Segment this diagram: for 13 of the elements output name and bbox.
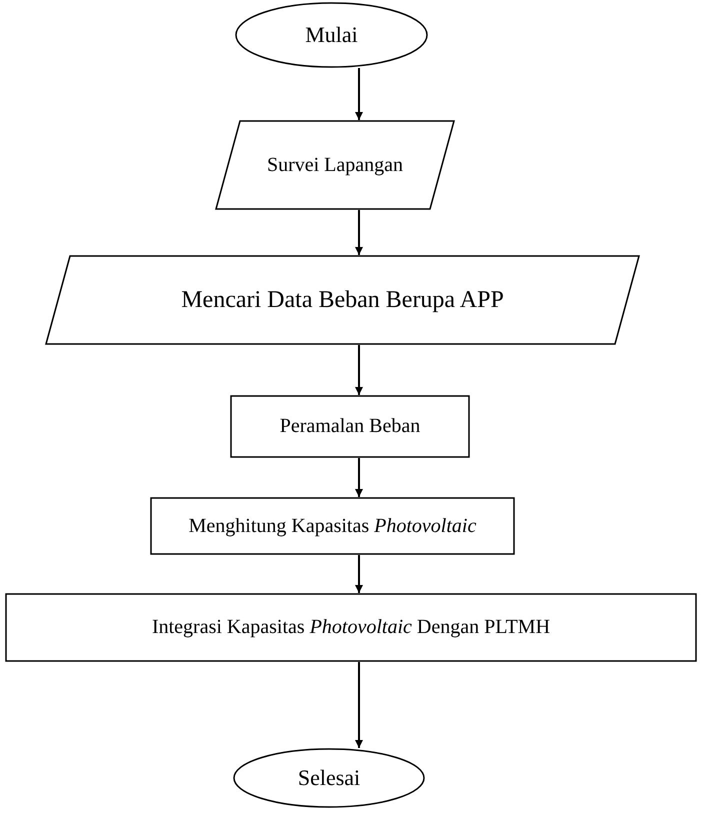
step-label: Peramalan Beban: [280, 414, 420, 439]
arrow: [355, 345, 363, 395]
arrow: [355, 458, 363, 497]
step-label: Integrasi Kapasitas Photovoltaic Dengan PLTMH: [152, 615, 550, 640]
arrow: [355, 68, 363, 120]
arrow: [355, 210, 363, 255]
step-label: Mencari Data Beban Berupa APP: [181, 286, 504, 315]
step-label: Selesai: [298, 764, 360, 792]
arrow: [355, 662, 363, 748]
step-label: Mulai: [305, 21, 358, 49]
step-label: Survei Lapangan: [266, 152, 404, 178]
arrow: [355, 555, 363, 593]
step-label: Menghitung Kapasitas Photovoltaic: [188, 514, 476, 538]
